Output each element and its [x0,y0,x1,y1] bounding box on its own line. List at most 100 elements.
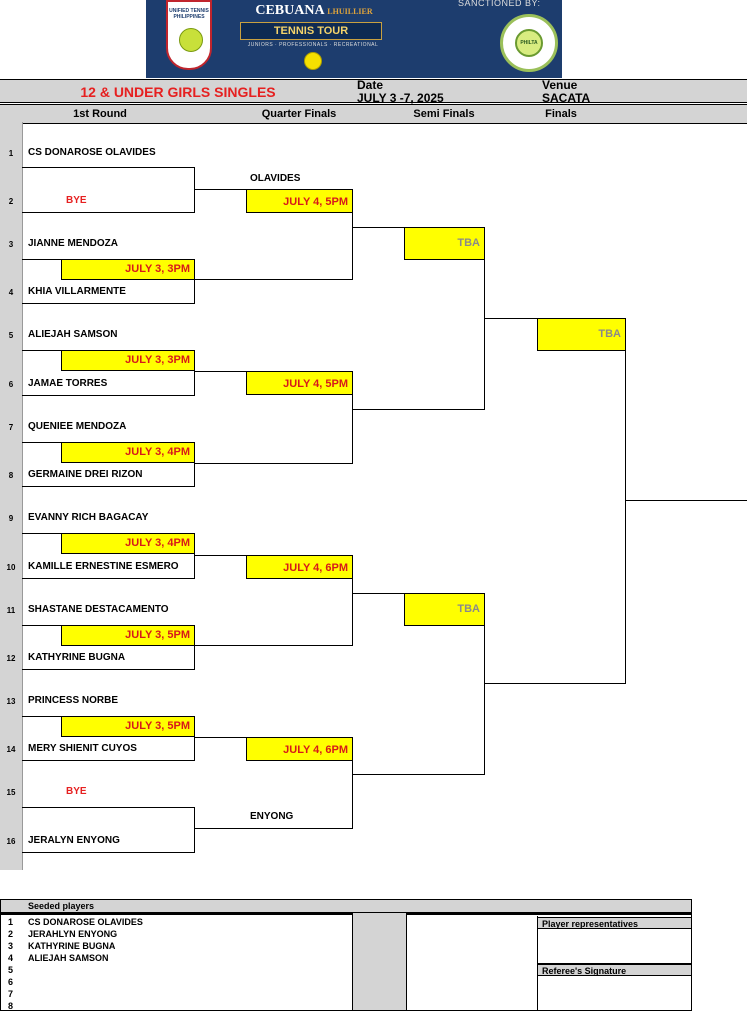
player-name: JAMAE TORRES [28,378,108,389]
sf-tba-box: TBA [404,227,485,260]
draw-number: 7 [8,423,14,432]
player-name: KATHYRINE BUGNA [28,652,126,663]
bracket-line [194,807,195,853]
bracket-line [22,167,194,168]
divider [537,963,692,964]
seed-number: 7 [8,989,14,999]
qf-time-box: JULY 4, 6PM [246,737,353,761]
seeded-gray-column [352,913,407,1011]
venue-label: Venue [542,78,578,92]
player-name: ALIEJAH SAMSON [28,329,118,340]
draw-number: 6 [8,380,14,389]
tour-tagline: JUNIORS · PROFESSIONALS · RECREATIONAL [247,42,379,48]
seed-number: 2 [8,929,14,939]
bracket-line [22,578,194,579]
bracket-line [625,318,626,684]
bracket-line [22,395,194,396]
draw-number: 2 [8,197,14,206]
winner-name: OLAVIDES [250,173,301,184]
seed-number: 1 [8,917,14,927]
seed-number: 3 [8,941,14,951]
draw-number: 5 [8,331,14,340]
draw-number: 14 [6,745,16,754]
bracket-line [194,625,195,670]
bracket-line [22,807,194,808]
seeded-header [0,899,692,913]
bracket-line [352,555,353,646]
player-name: JIANNE MENDOZA [28,238,119,249]
header-banner: UNIFIED TENNIS PHILIPPINES CEBUANA LHUIL… [146,0,562,78]
player-name: MERY SHIENIT CUYOS [28,743,137,754]
player-name: KAMILLE ERNESTINE ESMERO [28,561,179,572]
round-label: 1st Round [73,108,127,120]
final-tba-box: TBA [537,318,626,351]
match-time-box: JULY 3, 4PM [61,533,195,554]
player-name: PRINCESS NORBE [28,695,119,706]
draw-number: 3 [8,240,14,249]
referee-signature-label: Referee's Signature [537,964,692,976]
date-value: JULY 3 -7, 2025 [357,91,444,105]
bracket-line [484,683,626,684]
bye-label: BYE [66,195,87,206]
tennis-ball-icon [179,28,203,52]
seed-player-name: ALIEJAH SAMSON [28,953,109,963]
player-name: KHIA VILLARMENTE [28,286,126,297]
event-header [0,79,747,103]
sf-tba-box: TBA [404,593,485,626]
round-label: Quarter Finals [261,108,337,120]
player-name: GERMAINE DREI RIZON [28,469,143,480]
draw-number: 16 [6,837,16,846]
bracket-line [194,463,352,464]
brand-sub: LHUILLIER [327,7,373,16]
bracket-line [484,593,485,775]
bracket-line [194,442,195,487]
bracket-line [194,828,352,829]
round-label: Finals [545,108,577,120]
philta-logo: PHILTA [500,14,558,72]
bracket-line [194,533,195,579]
bracket-line [352,189,353,280]
bracket-line [194,350,195,396]
match-time-box: JULY 3, 5PM [61,625,195,646]
bracket-line [194,645,352,646]
bracket-line [194,716,195,761]
draw-number: 9 [8,514,14,523]
tennis-ball-icon [304,52,322,70]
draw-number: 8 [8,471,14,480]
bracket-line [352,409,485,410]
draw-number: 1 [8,149,14,158]
bracket-line [194,279,352,280]
qf-time-box: JULY 4, 5PM [246,371,353,395]
player-name: EVANNY RICH BAGACAY [28,512,149,523]
bracket-line [22,852,194,853]
bracket-line [352,774,485,775]
tour-name: TENNIS TOUR [240,22,382,40]
sanctioned-by: SANCTIONED BY: [458,0,541,8]
philta-logo-text: PHILTA [515,29,543,57]
round-header [0,104,747,124]
bracket-line [352,371,353,464]
seed-number: 6 [8,977,14,987]
seed-player-name: CS DONAROSE OLAVIDES [28,917,143,927]
divider [0,913,1,1011]
draw-number-column [0,122,23,870]
draw-number: 10 [6,563,16,572]
seed-number: 8 [8,1001,14,1011]
seeded-title: Seeded players [28,901,95,911]
player-name: QUENIEE MENDOZA [28,421,127,432]
match-time-box: JULY 3, 3PM [61,350,195,371]
divider [0,913,692,915]
bye-label: BYE [66,786,87,797]
utp-logo-text: UNIFIED TENNIS PHILIPPINES [169,8,209,20]
player-name: JERALYN ENYONG [28,835,120,846]
player-representatives-label: Player representatives [537,917,692,929]
seed-number: 5 [8,965,14,975]
match-time-box: JULY 3, 3PM [61,259,195,280]
event-title: 12 & UNDER GIRLS SINGLES [80,84,276,100]
bracket-line [22,212,194,213]
qf-time-box: JULY 4, 6PM [246,555,353,579]
bracket-line [194,167,195,213]
bracket-line [22,486,194,487]
draw-number: 13 [6,697,16,706]
seed-player-name: KATHYRINE BUGNA [28,941,116,951]
